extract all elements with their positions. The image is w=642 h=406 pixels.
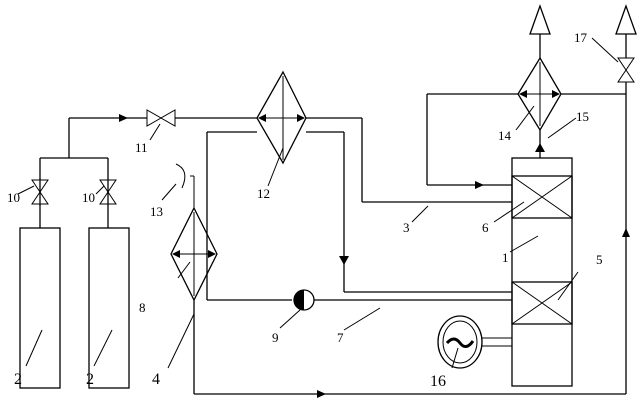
- label-5: 5: [596, 252, 603, 267]
- flow-arrow-right-top: [475, 181, 484, 189]
- flow-arrow-up-15: [535, 143, 545, 152]
- label-3: 3: [403, 220, 410, 235]
- label-7: 7: [337, 330, 344, 345]
- label-8: 8: [139, 300, 146, 315]
- heat-exchanger-4: [171, 208, 217, 300]
- valve-17[interactable]: [618, 58, 634, 82]
- flow-arrow-up-right: [622, 228, 630, 237]
- heat-exchanger-12: [257, 72, 306, 163]
- label-1: 1: [502, 250, 509, 265]
- outlet-arrow-17: [616, 6, 636, 34]
- outlet-arrow-14: [530, 6, 550, 34]
- label-13: 13: [150, 204, 163, 219]
- label-10-right: 10: [82, 190, 95, 205]
- flow-arrow-down: [339, 256, 349, 265]
- absorption-tower-1: [512, 158, 572, 386]
- label-11: 11: [135, 140, 148, 155]
- label-4: 4: [152, 371, 160, 388]
- vent-13: [176, 164, 185, 188]
- label-15: 15: [576, 109, 589, 124]
- label-16: 16: [430, 373, 446, 390]
- label-9: 9: [272, 330, 279, 345]
- flow-arrow-right-bottom: [317, 390, 326, 398]
- pump-9[interactable]: [294, 290, 314, 310]
- label-14: 14: [498, 128, 512, 143]
- label-12: 12: [257, 186, 270, 201]
- label-2-right: 2: [86, 371, 94, 388]
- heater-16: [438, 316, 512, 368]
- valve-11[interactable]: [147, 110, 175, 126]
- flow-arrow-head: [119, 114, 128, 122]
- label-17: 17: [574, 30, 588, 45]
- label-10-left: 10: [7, 190, 20, 205]
- label-2-left: 2: [14, 371, 22, 388]
- label-6: 6: [482, 220, 489, 235]
- gas-cylinder-left: [20, 228, 60, 388]
